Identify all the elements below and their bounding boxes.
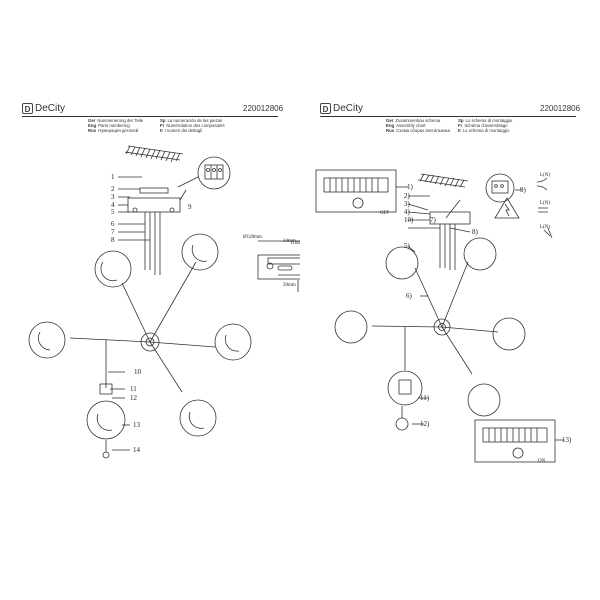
mounting-bracket <box>127 187 187 275</box>
step-label: 1) <box>407 183 414 191</box>
header-divider <box>320 116 576 117</box>
brand-logo: D DeCity <box>22 103 65 114</box>
part-label: 3 <box>111 193 115 201</box>
step-label: 9) <box>520 186 527 194</box>
part-number-labels: 1 2 3 4 5 6 7 8 9 10 11 12 13 14 <box>111 173 192 454</box>
step-label: 3) <box>404 200 411 208</box>
step-label: 2) <box>404 192 411 200</box>
brand-name: DeCity <box>333 103 364 114</box>
part-label: 8 <box>111 236 115 244</box>
step-leaders <box>396 186 564 441</box>
step-label: 6) <box>406 292 413 300</box>
dimension-label: Ø120mm <box>243 235 262 240</box>
fixture-arms <box>69 261 216 393</box>
electric-hazard-icon <box>494 197 520 219</box>
terminal-block-detail <box>177 156 231 190</box>
wire-label: L(N) <box>540 173 550 178</box>
socket-detail <box>99 383 113 459</box>
glass-shades <box>28 233 252 440</box>
wire-label: L(N) <box>540 225 550 230</box>
part-label: 5 <box>111 208 115 216</box>
wiring-steps <box>536 177 553 239</box>
bulb-install-detail <box>395 406 409 431</box>
step-label: 10) <box>404 216 414 224</box>
part-label: 9 <box>188 203 192 211</box>
breaker-panel-on <box>474 419 556 463</box>
brand-logo: D DeCity <box>320 103 363 114</box>
assembly-diagram: 1) 2) 3) 4) 5) 6) 7) 8) 9) 10) 11) 12) 1… <box>315 169 572 464</box>
part-label: 13 <box>133 421 141 429</box>
on-label: ON <box>538 459 546 464</box>
brand-logo-icon: D <box>22 103 33 114</box>
step-label: 11) <box>420 394 430 402</box>
part-label: 12 <box>130 394 138 402</box>
step-label: 12) <box>420 420 430 428</box>
ceiling-hatch <box>417 173 469 188</box>
fixture-arms <box>371 261 499 375</box>
part-leaders <box>108 176 150 451</box>
brand-logo-icon: D <box>320 103 331 114</box>
part-label: 4 <box>111 201 115 209</box>
parts-diagram: 1 2 3 4 5 6 7 8 9 10 11 12 13 14 Ø120mm … <box>28 145 300 459</box>
dimension-label: 34mm <box>283 239 296 244</box>
part-label: 7 <box>111 228 115 236</box>
wire-label: L(N) <box>540 201 550 206</box>
part-label: 6 <box>111 220 115 228</box>
terminal-block-detail <box>485 173 515 203</box>
header-divider <box>22 116 278 117</box>
part-label: 10 <box>134 368 142 376</box>
dimension-label: 110mm <box>290 241 300 246</box>
step-label: 13) <box>562 436 572 444</box>
step-labels: 1) 2) 3) 4) 5) 6) 7) 8) 9) 10) 11) 12) 1… <box>404 183 572 444</box>
wire-labels: L(N) L(N) L(N) OFF ON <box>380 173 550 464</box>
dimension-label: 20mm <box>283 283 296 288</box>
part-label: 2 <box>111 185 115 193</box>
product-code: 220012806 <box>540 104 581 113</box>
off-label: OFF <box>380 211 389 216</box>
part-label: 14 <box>133 446 141 454</box>
bracket-dimension-drawing <box>257 240 300 292</box>
breaker-panel-off <box>315 169 397 213</box>
part-label: 11 <box>130 385 137 393</box>
step-label: 8) <box>472 228 479 236</box>
step-label: 5) <box>404 242 411 250</box>
step-label: 4) <box>404 208 411 216</box>
brand-name: DeCity <box>35 103 66 114</box>
product-code: 220012806 <box>243 104 284 113</box>
part-label: 1 <box>111 173 115 181</box>
glass-shades <box>334 237 526 417</box>
step-label: 7) <box>430 216 437 224</box>
dimension-labels: Ø120mm 34mm 110mm 20mm <box>243 235 300 288</box>
mounting-bracket <box>429 199 471 270</box>
ceiling-hatch <box>124 145 184 163</box>
